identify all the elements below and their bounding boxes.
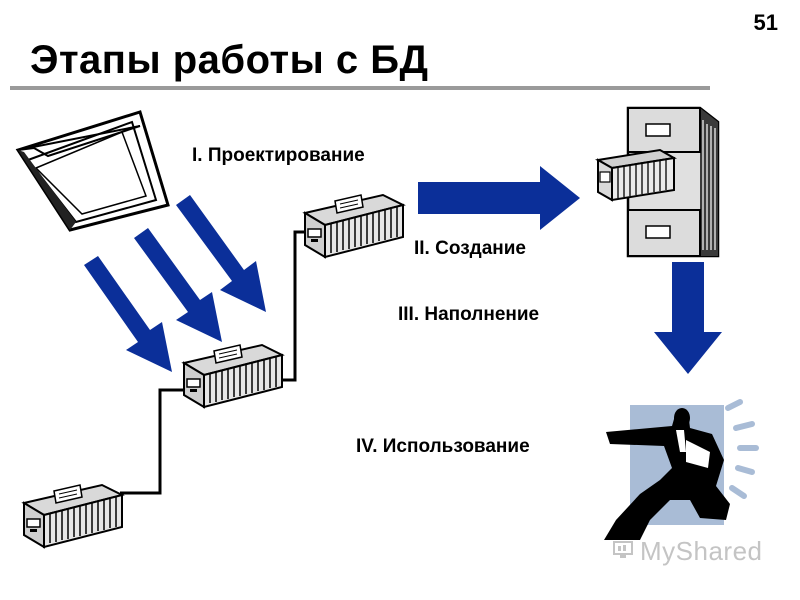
arrow-icon [654,262,722,374]
connector-lines [120,230,310,495]
watermark: MyShared [612,536,763,567]
arrow-icon [84,195,266,372]
stage-label-creation: II. Создание [414,238,526,259]
stage-label-design: I. Проектирование [192,145,365,166]
arrow-icon [418,166,580,230]
stage-label-filling: III. Наполнение [398,304,540,325]
card-catalog-drawer-icon [304,194,404,258]
watermark-logo-icon [612,536,634,567]
title-divider [10,86,710,90]
presenter-figure-icon [604,399,759,540]
folder-icon [15,110,170,232]
slide-title: Этапы работы с БД [30,38,429,82]
stage-label-usage: IV. Использование [356,436,530,457]
card-catalog-drawer-icon [183,344,283,408]
card-catalog-drawer-icon [23,484,123,548]
slide-number: 51 [753,10,778,35]
watermark-text: MyShared [640,536,763,566]
filing-cabinet-icon [595,106,720,258]
